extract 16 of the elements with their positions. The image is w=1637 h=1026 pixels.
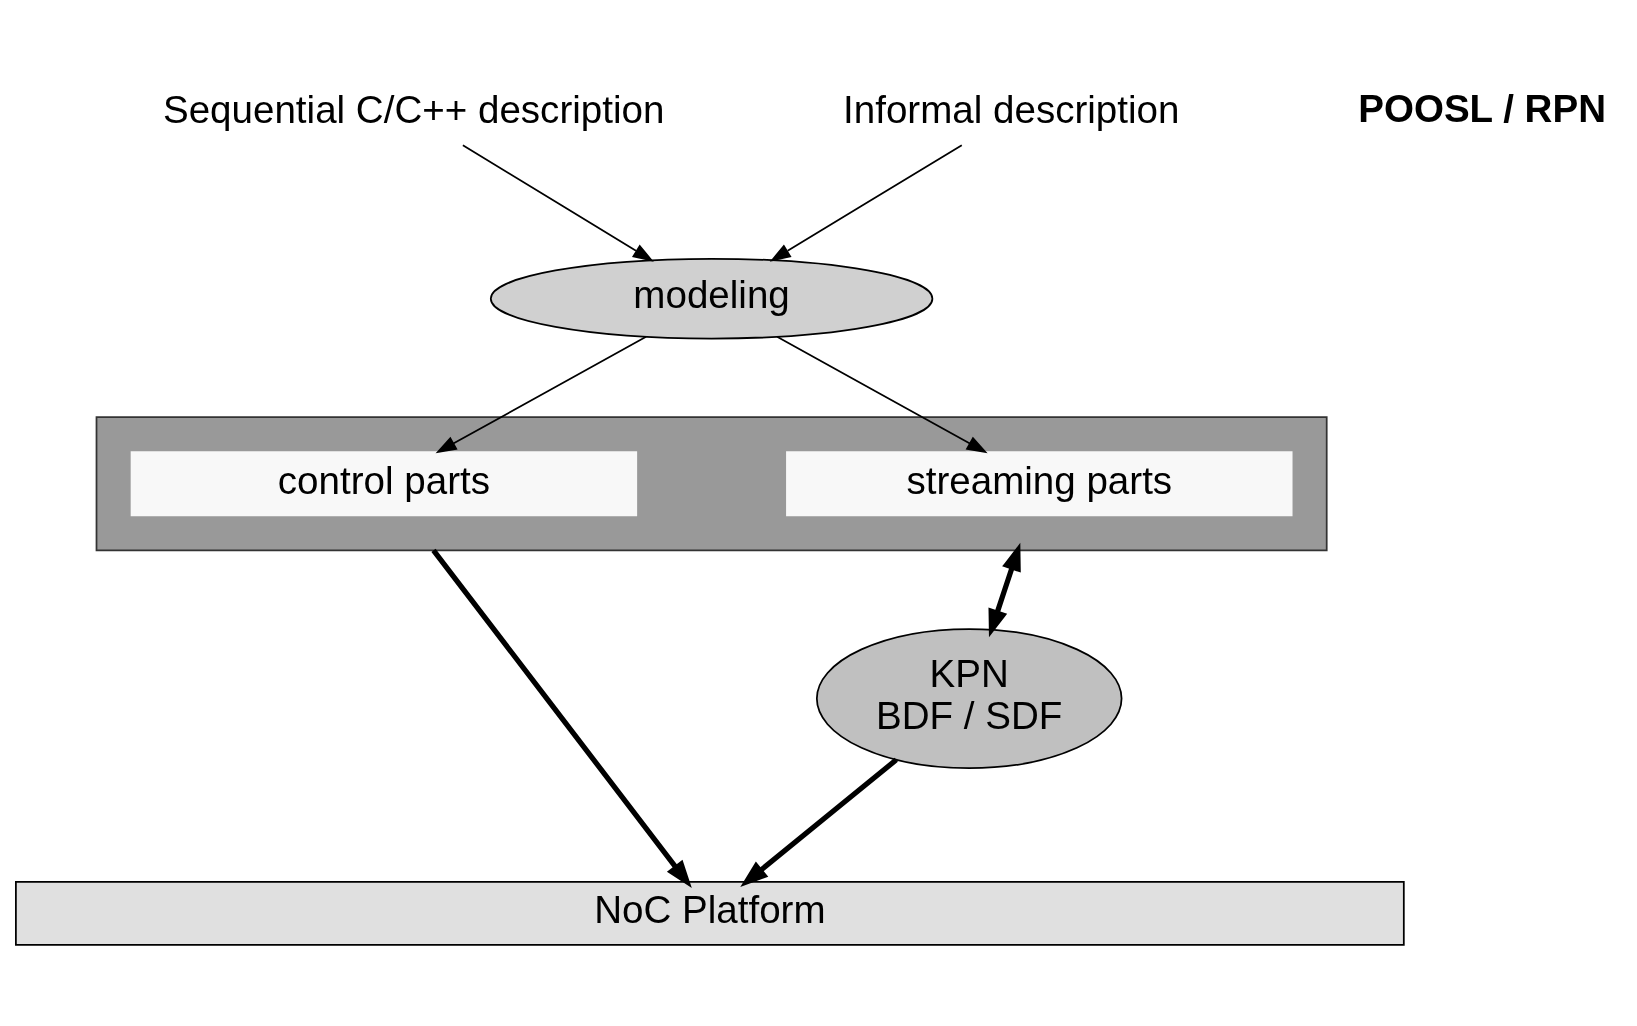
arrow	[776, 335, 988, 453]
label: POOSL / RPN	[1358, 86, 1607, 130]
node-box: streaming parts	[786, 450, 1293, 516]
arrow	[740, 757, 898, 887]
node-box: control parts	[130, 450, 638, 516]
node-ellipse: KPN BDF / SDF	[815, 627, 1123, 769]
arrow	[431, 548, 692, 888]
node-box: NoC Platform	[15, 880, 1405, 946]
arrow	[988, 542, 1021, 637]
arrow	[769, 143, 963, 262]
cluster	[95, 415, 1328, 551]
node-text: Sequential C/C++ description	[162, 87, 665, 131]
arrow	[462, 143, 654, 262]
arrow	[435, 335, 647, 453]
node-text: Informal description	[843, 87, 1180, 131]
node-ellipse: modeling	[489, 257, 934, 339]
